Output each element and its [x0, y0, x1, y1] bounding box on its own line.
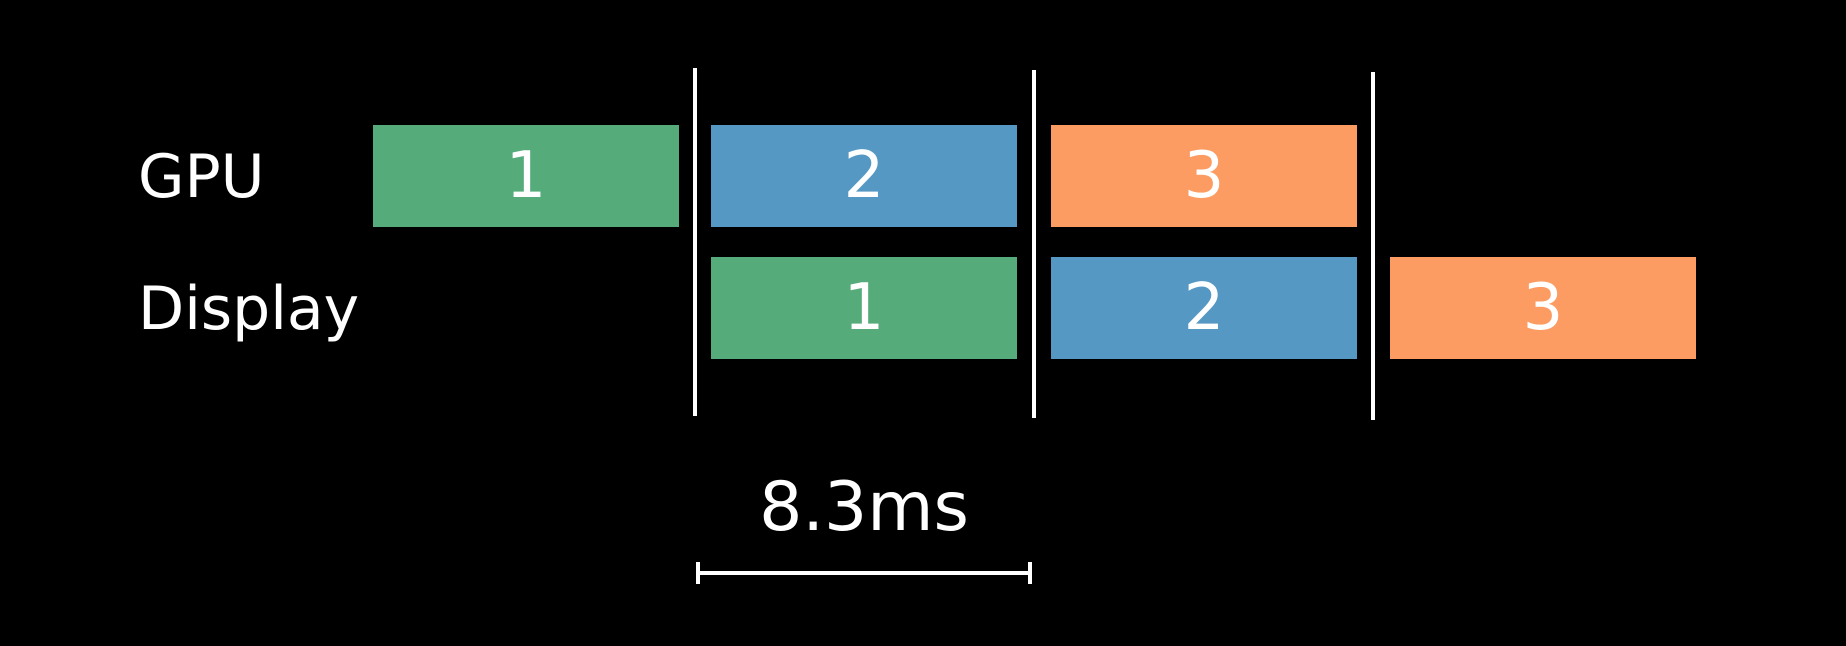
display-row-label: Display: [138, 274, 360, 344]
display-frame-3: 3: [1390, 257, 1696, 359]
display-frame-2-label: 2: [1183, 271, 1225, 345]
gpu-frame-1: 1: [373, 125, 679, 227]
display-frame-1-label: 1: [843, 271, 885, 345]
vsync-line-2: [1032, 70, 1036, 418]
gpu-frame-1-label: 1: [505, 139, 547, 213]
interval-bracket-line: [696, 571, 1032, 575]
gpu-frame-3-label: 3: [1183, 139, 1225, 213]
interval-bracket-left-cap: [696, 562, 700, 584]
gpu-row-label: GPU: [138, 142, 265, 212]
gpu-frame-2-label: 2: [843, 139, 885, 213]
display-frame-1: 1: [711, 257, 1017, 359]
interval-bracket-right-cap: [1028, 562, 1032, 584]
interval-bracket: [696, 562, 1032, 584]
display-frame-2: 2: [1051, 257, 1357, 359]
display-frame-3-label: 3: [1522, 271, 1564, 345]
gpu-frame-2: 2: [711, 125, 1017, 227]
vsync-line-3: [1371, 72, 1375, 420]
interval-label: 8.3ms: [759, 468, 969, 547]
vsync-line-1: [693, 68, 697, 416]
gpu-frame-3: 3: [1051, 125, 1357, 227]
